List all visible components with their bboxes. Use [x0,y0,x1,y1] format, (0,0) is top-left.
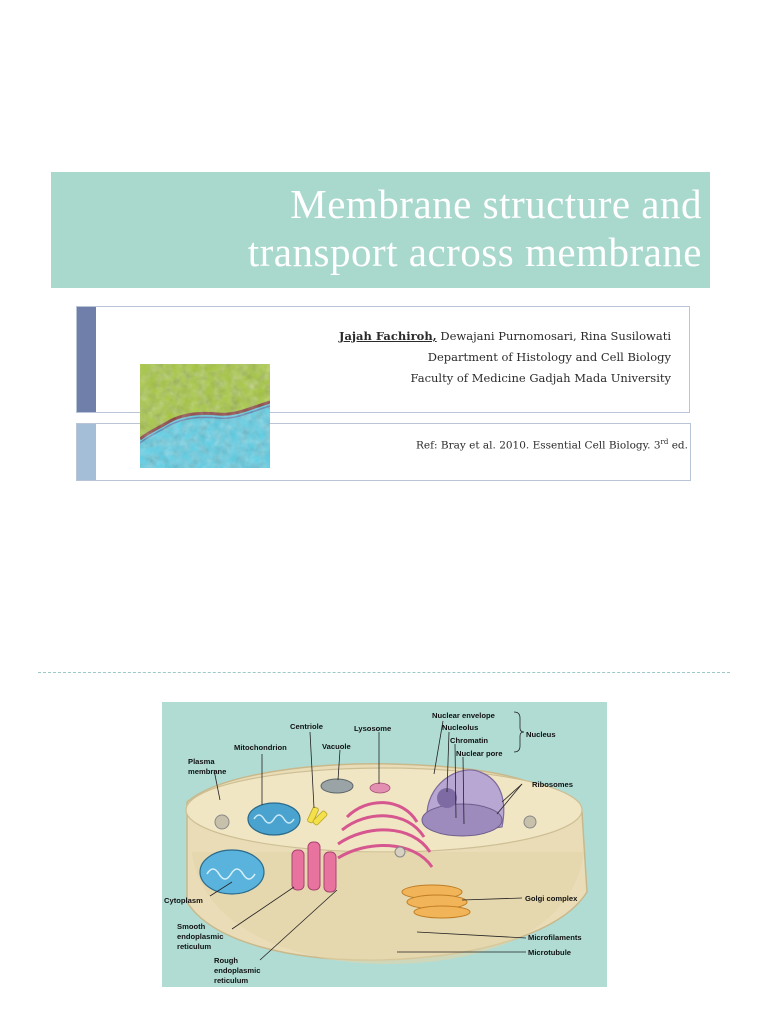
label-plasma-2: membrane [188,767,226,776]
slide-title: Membrane structure and transport across … [248,180,702,276]
label-nuclear-pore: Nuclear pore [456,749,502,758]
animal-cell-diagram: Centriole Lysosome Nuclear envelope Nucl… [162,702,607,987]
label-centriole: Centriole [290,722,323,731]
label-mitochondrion: Mitochondrion [234,743,287,752]
label-smooth-er-2: endoplasmic [177,932,223,941]
label-rough-er-1: Rough [214,956,238,965]
title-line-1: Membrane structure and [290,181,702,227]
faculty: Faculty of Medicine Gadjah Mada Universi… [410,371,671,385]
label-golgi: Golgi complex [525,894,578,903]
author-accent-bar [77,307,96,412]
slide-divider [38,672,730,673]
co-authors: Dewajani Purnomosari, Rina Susilowati [436,329,671,343]
reference-text: Ref: Bray et al. 2010. Essential Cell Bi… [416,438,688,452]
label-smooth-er-1: Smooth [177,922,206,931]
label-nucleus: Nucleus [526,730,556,739]
label-smooth-er-3: reticulum [177,942,211,951]
label-plasma-1: Plasma [188,757,215,766]
title-line-2: transport across membrane [247,229,702,275]
label-microfilaments: Microfilaments [528,933,582,942]
reference-superscript: rd [660,438,669,446]
label-nuclear-envelope: Nuclear envelope [432,711,495,720]
reference-suffix: ed. [668,439,688,452]
author-lines: Jajah Fachiroh, Dewajani Purnomosari, Ri… [339,326,671,389]
title-band: Membrane structure and transport across … [51,172,710,288]
author-names: Jajah Fachiroh, Dewajani Purnomosari, Ri… [339,326,671,347]
department: Department of Histology and Cell Biology [427,350,671,364]
reference-main: Ref: Bray et al. 2010. Essential Cell Bi… [415,439,661,452]
label-rough-er-3: reticulum [214,976,248,985]
label-vacuole: Vacuole [322,742,351,751]
label-chromatin: Chromatin [450,736,488,745]
membrane-micrograph [140,364,270,468]
label-lysosome: Lysosome [354,724,391,733]
lead-author: Jajah Fachiroh, [339,329,437,343]
label-cytoplasm: Cytoplasm [164,896,203,905]
label-nucleolus: Nucleolus [442,723,478,732]
label-rough-er-2: endoplasmic [214,966,260,975]
reference-accent-bar [77,424,96,480]
label-ribosomes: Ribosomes [532,780,573,789]
label-microtubule: Microtubule [528,948,571,957]
